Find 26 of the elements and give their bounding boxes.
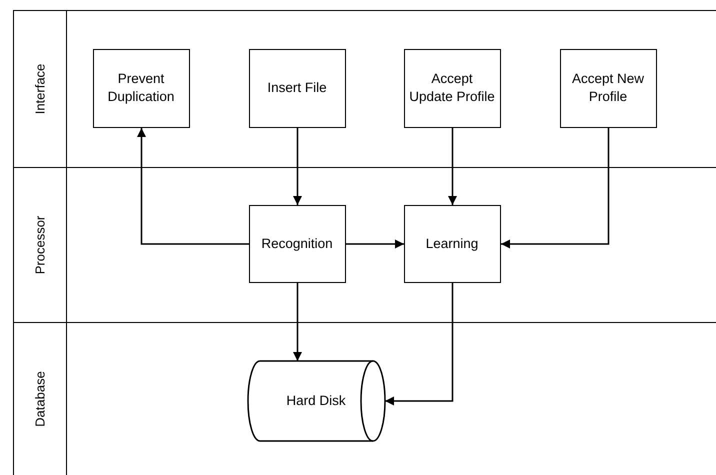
- process-box: [92, 48, 190, 128]
- node-label: Prevent Duplication: [106, 70, 176, 106]
- node-label: Accept New Profile: [570, 70, 646, 106]
- node-label: Accept Update Profile: [408, 70, 496, 106]
- process-box: [404, 204, 500, 282]
- arrow: [501, 128, 610, 248]
- arrow: [137, 128, 249, 245]
- process-box: [560, 48, 656, 128]
- swimlane: [13, 10, 716, 167]
- swimlane: [13, 322, 716, 475]
- arrow: [448, 128, 457, 205]
- node-label: Learning: [426, 234, 478, 252]
- arrow: [293, 283, 302, 361]
- process-box: [248, 204, 346, 282]
- arrow: [346, 240, 404, 248]
- lane-title: Interface: [32, 64, 48, 114]
- process-box: [404, 48, 500, 128]
- node-label: Hard Disk: [286, 393, 346, 408]
- arrow: [385, 283, 454, 406]
- node-label: Recognition: [261, 234, 333, 252]
- process-box: [248, 48, 346, 128]
- lane-title: Processor: [32, 216, 48, 274]
- lane-title: Database: [32, 371, 48, 427]
- node-label: Insert File: [267, 79, 327, 97]
- swimlane: [13, 167, 716, 322]
- arrow: [293, 128, 302, 205]
